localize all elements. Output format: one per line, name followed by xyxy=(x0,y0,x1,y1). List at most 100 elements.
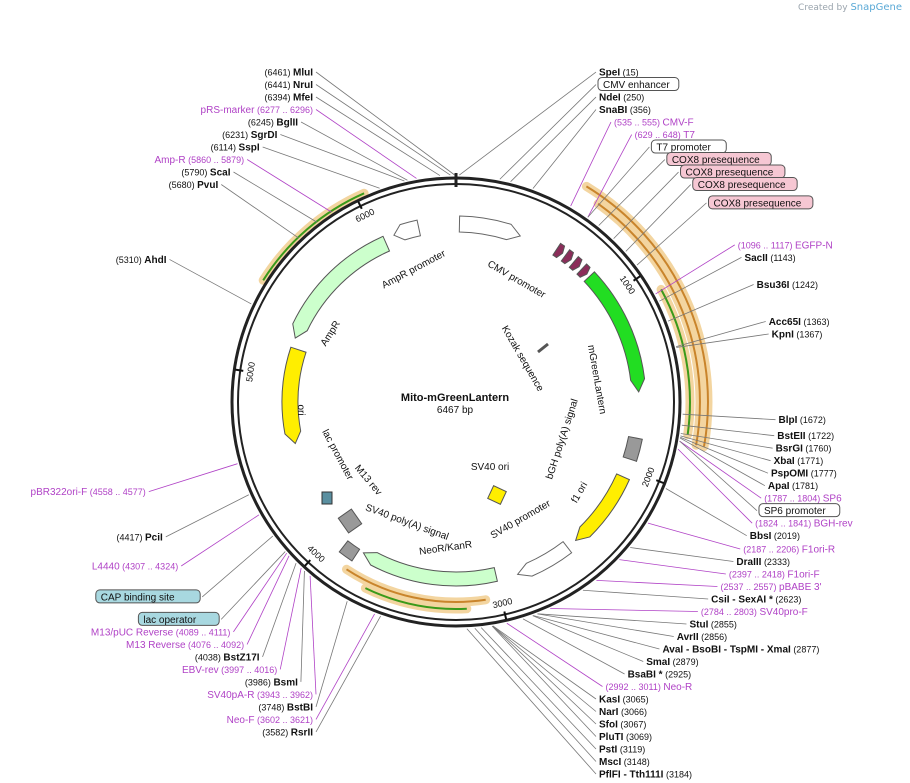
label-leader xyxy=(474,627,597,762)
enzyme-label: KpnI (1367) xyxy=(772,329,823,340)
enzyme-label: (6231) SgrDI xyxy=(222,130,277,141)
site-name: Bsu36I xyxy=(757,280,790,291)
feature-box-label: CAP binding site xyxy=(101,592,175,603)
label-leader xyxy=(492,625,597,700)
enzyme-label: NarI (3066) xyxy=(599,707,647,718)
label-leader xyxy=(677,448,753,524)
label-leader xyxy=(587,146,650,218)
primer-label: (2397 .. 2418) F1ori-F xyxy=(729,570,820,581)
feature-box-label: SP6 promoter xyxy=(764,506,826,517)
site-name: Acc65I xyxy=(769,317,801,328)
enzyme-label: SmaI (2879) xyxy=(646,657,698,668)
site-pos: (1760) xyxy=(805,444,831,454)
backbone-ring xyxy=(230,173,682,628)
enzyme-label: BstEII (1722) xyxy=(777,431,834,442)
site-pos: (3986) xyxy=(245,677,271,687)
label-leader xyxy=(537,613,687,625)
site-pos: (3184) xyxy=(666,770,692,780)
site-pos: (6394) xyxy=(264,93,290,103)
site-pos: (1672) xyxy=(800,415,826,425)
site-pos: (3067) xyxy=(620,720,646,730)
site-name: NruI xyxy=(293,80,313,91)
primer-label: (2187 .. 2206) F1ori-R xyxy=(743,545,835,556)
site-name: PluTI xyxy=(599,732,624,743)
site-name: AvaI - BsoBI - TspMI - XmaI xyxy=(662,645,791,656)
site-name: Neo-R xyxy=(663,682,692,693)
site-pos: (1242) xyxy=(792,280,818,290)
site-name: MluI xyxy=(293,68,313,79)
feature-box-label: CMV enhancer xyxy=(603,80,670,91)
site-pos: (2397 .. 2418) xyxy=(729,570,785,580)
site-pos: (1787 .. 1804) xyxy=(764,494,820,504)
site-name: BbsI xyxy=(750,531,772,542)
feature-box-label: COX8 presequence xyxy=(698,180,786,191)
label-leader xyxy=(165,494,249,538)
ori-arrow xyxy=(281,346,307,445)
site-name: KpnI xyxy=(772,329,794,340)
enzyme-label: (3582) RsrII xyxy=(262,727,313,738)
label-leader xyxy=(532,615,644,662)
site-name: BstEII xyxy=(777,431,806,442)
site-pos: (3748) xyxy=(258,702,284,712)
site-name: NdeI xyxy=(599,93,621,104)
label-leader xyxy=(315,84,451,176)
enzyme-label: Bsu36I (1242) xyxy=(757,280,818,291)
site-name: StuI xyxy=(689,620,708,631)
scale-tick-label: 3000 xyxy=(492,596,514,610)
label-leader xyxy=(532,109,597,189)
site-name: ScaI xyxy=(210,168,231,179)
site-name: BstBI xyxy=(287,702,313,713)
site-pos: (2019) xyxy=(774,531,800,541)
site-pos: (6277 .. 6296) xyxy=(257,105,313,115)
enzyme-label: PluTI (3069) xyxy=(599,732,652,743)
site-pos: (6114) xyxy=(211,143,236,153)
site-name: AvrII xyxy=(677,632,699,643)
site-pos: (1771) xyxy=(797,456,823,466)
site-pos: (3069) xyxy=(626,732,652,742)
enzyme-label: SnaBI (356) xyxy=(599,105,651,116)
label-leader xyxy=(309,575,317,695)
enzyme-label: NdeI (250) xyxy=(599,93,644,104)
feature-box xyxy=(692,177,798,192)
inner-label-f1ori: f1 ori xyxy=(570,480,591,505)
inner-label-ori: ori xyxy=(295,404,306,415)
label-leader xyxy=(532,615,660,650)
site-name: EGFP-N xyxy=(795,240,833,251)
label-leader xyxy=(676,333,769,348)
label-leader xyxy=(667,284,754,322)
site-name: SmaI xyxy=(646,657,670,668)
enzyme-label: (6441) NruI xyxy=(264,80,313,91)
site-pos: (3943 .. 3962) xyxy=(257,690,313,700)
site-pos: (2784 .. 2803) xyxy=(701,607,757,617)
site-pos: (3119) xyxy=(620,745,645,755)
label-leader xyxy=(582,589,709,600)
plasmid-length: 6467 bp xyxy=(437,405,474,416)
label-leader xyxy=(169,259,252,305)
label-leader xyxy=(262,146,380,189)
snapgene-watermark: Created by SnapGene xyxy=(798,2,902,13)
site-pos: (4417) xyxy=(116,532,142,542)
enzyme-label: CsiI - SexAI * (2623) xyxy=(711,595,801,606)
label-leader xyxy=(680,433,773,449)
site-pos: (4038) xyxy=(195,652,221,662)
label-leader xyxy=(180,514,260,567)
site-name: SnaBI xyxy=(599,105,628,116)
enzyme-label: (4417) PciI xyxy=(116,532,163,543)
label-leader xyxy=(537,613,674,637)
enzyme-label: (6394) MfeI xyxy=(264,93,313,104)
feature-box xyxy=(758,503,841,518)
label-leader xyxy=(315,613,375,720)
primer-label: pBR322ori-F (4558 .. 4577) xyxy=(31,487,146,498)
kozak-mark xyxy=(537,342,549,354)
label-leader xyxy=(636,202,707,266)
site-pos: (535 .. 555) xyxy=(614,118,660,128)
site-name: BsrGI xyxy=(776,444,803,455)
feature-box-label: COX8 presequence xyxy=(686,168,774,179)
site-name: Neo-F xyxy=(227,715,255,726)
enzyme-label: SfoI (3067) xyxy=(599,720,646,731)
site-name: MfeI xyxy=(293,93,313,104)
site-pos: (3066) xyxy=(621,707,647,717)
label-leader xyxy=(148,463,238,493)
orf-arcs xyxy=(258,181,713,614)
enzyme-label: DraIII (2333) xyxy=(736,557,790,568)
